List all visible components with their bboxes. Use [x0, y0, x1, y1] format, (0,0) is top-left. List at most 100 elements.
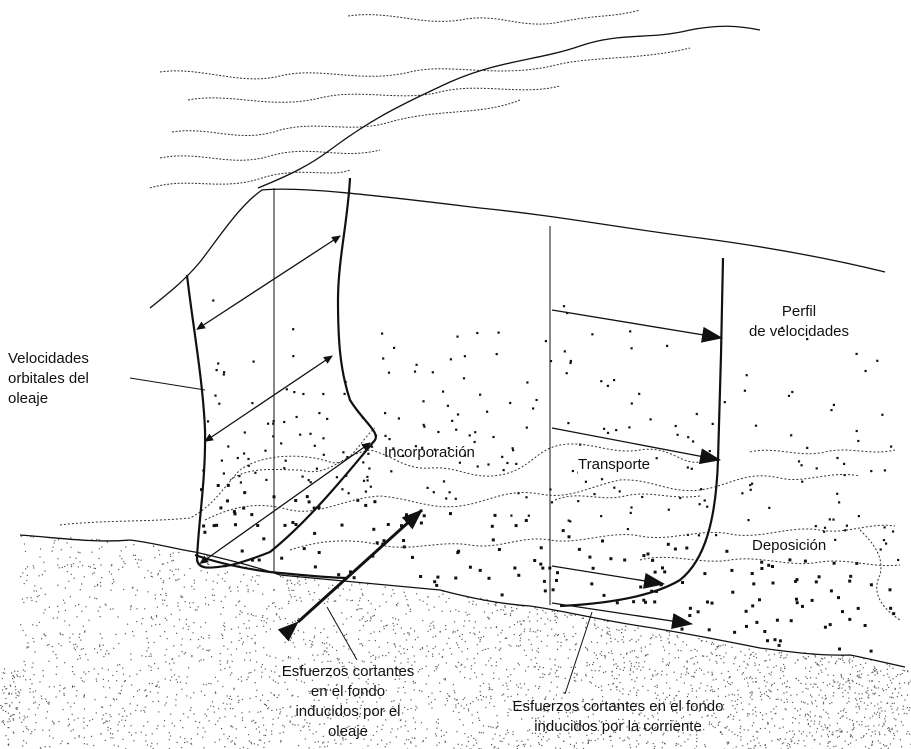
seabed-speck: [720, 658, 721, 659]
seabed-speck: [517, 621, 518, 622]
seabed-speck: [503, 694, 504, 695]
seabed-speck: [409, 634, 410, 635]
seabed-speck: [907, 731, 908, 732]
sediment-dot: [577, 500, 579, 502]
sediment-dot: [833, 562, 836, 565]
seabed-speck: [774, 654, 775, 655]
seabed-speck: [779, 728, 780, 729]
seabed-speck: [782, 743, 783, 744]
seabed-speck: [410, 609, 411, 610]
seabed-speck: [30, 733, 31, 734]
seabed-speck: [747, 663, 748, 664]
seabed-speck: [133, 544, 134, 545]
seabed-speck: [14, 714, 15, 715]
seabed-speck: [428, 609, 429, 610]
seabed-speck: [790, 746, 791, 747]
seabed-speck: [157, 692, 158, 693]
seabed-speck: [575, 681, 576, 682]
seabed-speck: [23, 719, 24, 720]
seabed-speck: [26, 580, 27, 581]
seabed-speck: [871, 745, 872, 746]
seabed-speck: [644, 661, 645, 662]
seabed-speck: [674, 672, 675, 673]
seabed-speck: [194, 580, 195, 581]
sediment-dot: [768, 507, 770, 509]
seabed-speck: [906, 733, 907, 734]
seabed-speck: [669, 653, 670, 654]
seabed-speck: [298, 630, 299, 631]
seabed-speck: [598, 687, 599, 688]
seabed-speck: [874, 713, 875, 714]
seabed-speck: [395, 633, 396, 634]
seabed-speck: [535, 631, 536, 632]
seabed-speck: [323, 629, 324, 630]
seabed-speck: [743, 672, 744, 673]
seabed-speck: [24, 583, 25, 584]
sediment-dot: [892, 530, 894, 532]
seabed-speck: [727, 681, 728, 682]
seabed-speck: [70, 596, 71, 597]
seabed-speck: [173, 574, 174, 575]
seabed-speck: [151, 656, 152, 657]
seabed-speck: [758, 742, 759, 743]
seabed-speck: [542, 610, 543, 611]
seabed-speck: [753, 681, 754, 682]
seabed-speck: [514, 668, 515, 669]
seabed-speck: [5, 711, 6, 712]
seabed-speck: [81, 611, 82, 612]
sediment-dot: [776, 619, 779, 622]
seabed-speck: [655, 670, 656, 671]
sediment-dot: [796, 601, 799, 604]
seabed-speck: [487, 617, 488, 618]
sediment-dot: [881, 414, 883, 416]
seabed-speck: [199, 661, 200, 662]
sediment-dot: [843, 463, 845, 465]
seabed-speck: [843, 696, 844, 697]
seabed-speck: [539, 686, 540, 687]
seabed-speck: [135, 710, 136, 711]
seabed-speck: [92, 573, 93, 574]
seabed-speck: [755, 681, 756, 682]
seabed-speck: [480, 695, 481, 696]
seabed-speck: [291, 631, 292, 632]
sediment-dot: [292, 355, 294, 357]
seabed-speck: [3, 720, 4, 721]
seabed-speck: [177, 579, 178, 580]
seabed-speck: [810, 711, 811, 712]
seabed-speck: [205, 731, 206, 732]
seabed-speck: [160, 594, 161, 595]
seabed-speck: [843, 715, 844, 716]
seabed-speck: [725, 644, 726, 645]
sediment-dot: [416, 364, 418, 366]
seabed-speck: [626, 652, 627, 653]
seabed-speck: [727, 742, 728, 743]
seabed-speck: [650, 644, 651, 645]
seabed-speck: [184, 742, 185, 743]
seabed-speck: [586, 675, 587, 676]
seabed-speck: [58, 721, 59, 722]
seabed-speck: [588, 741, 589, 742]
seabed-speck: [171, 614, 172, 615]
seabed-speck: [861, 721, 862, 722]
sediment-dot: [479, 394, 481, 396]
sediment-dot: [513, 567, 516, 570]
sediment-dot: [247, 458, 249, 460]
seabed-speck: [9, 706, 10, 707]
seabed-speck: [815, 662, 816, 663]
seabed-speck: [488, 648, 489, 649]
seabed-speck: [520, 638, 521, 639]
seabed-speck: [194, 589, 195, 590]
seabed-speck: [109, 571, 110, 572]
seabed-speck: [266, 631, 267, 632]
seabed-speck: [554, 613, 555, 614]
seabed-speck: [589, 681, 590, 682]
seabed-speck: [122, 668, 123, 669]
seabed-speck: [849, 683, 850, 684]
seabed-speck: [839, 685, 840, 686]
seabed-speck: [875, 693, 876, 694]
seabed-speck: [92, 719, 93, 720]
seabed-speck: [435, 646, 436, 647]
seabed-speck: [750, 692, 751, 693]
seabed-speck: [805, 684, 806, 685]
seabed-speck: [827, 674, 828, 675]
